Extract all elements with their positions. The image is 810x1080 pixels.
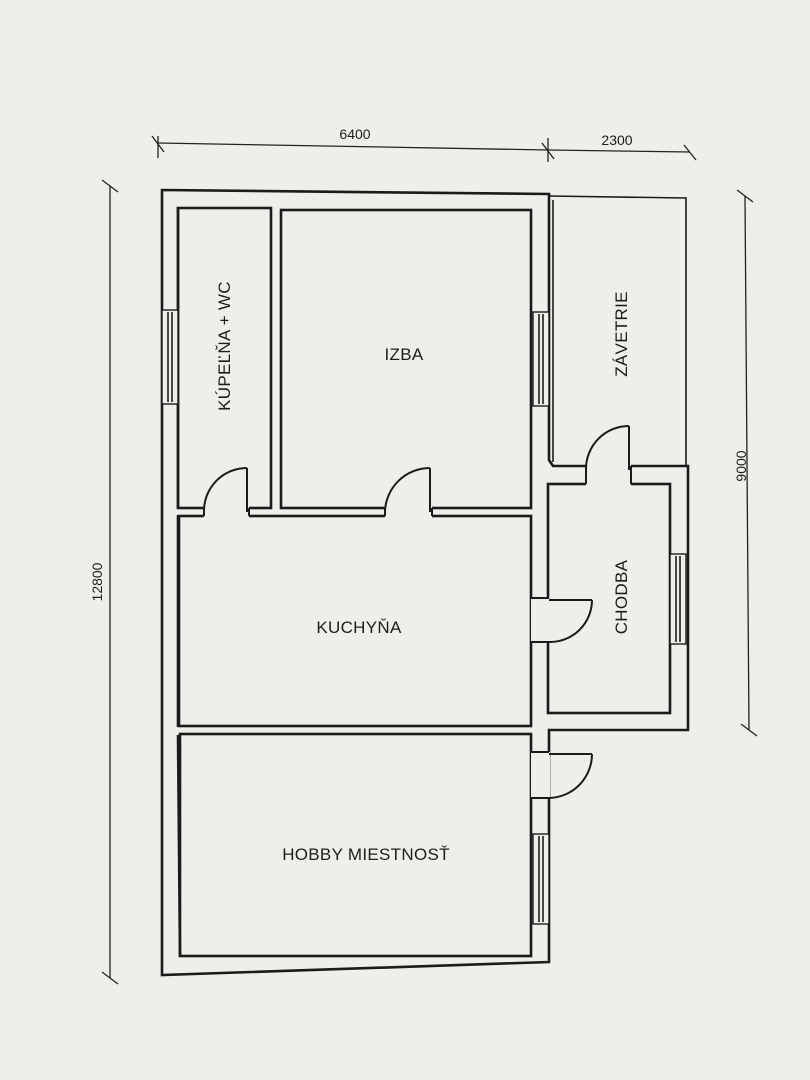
dimension-label-2300: 2300 (601, 132, 632, 148)
window-chodba (669, 553, 687, 645)
dimension-label-6400: 6400 (339, 126, 370, 142)
porch-walls (548, 195, 687, 466)
dimension-label-9000: 9000 (733, 450, 749, 481)
door-kupelna (202, 467, 250, 518)
room-label-chodba: CHODBA (612, 559, 631, 634)
dimension-right (736, 189, 758, 737)
door-kuchyna (531, 597, 593, 644)
room-label-kupelna: KÚPEĽŇA + WC (215, 281, 234, 411)
dimension-label-12800: 12800 (89, 562, 105, 601)
door-izba (384, 467, 433, 518)
door-entrance (584, 425, 632, 486)
room-label-hobby: HOBBY MIESTNOSŤ (282, 845, 450, 864)
window-hobby (532, 833, 550, 925)
room-hobby-outline (178, 732, 533, 958)
room-label-izba: IZBA (385, 345, 424, 364)
door-hobby (531, 751, 593, 799)
room-label-kuchyna: KUCHYŇA (316, 618, 402, 637)
dimension-left (101, 179, 119, 985)
window-kupelna (161, 309, 179, 405)
room-label-zavetrie: ZÁVETRIE (612, 291, 631, 377)
room-chodba-outline (546, 482, 672, 715)
window-izba (532, 311, 550, 407)
dimension-top-right (547, 138, 697, 162)
